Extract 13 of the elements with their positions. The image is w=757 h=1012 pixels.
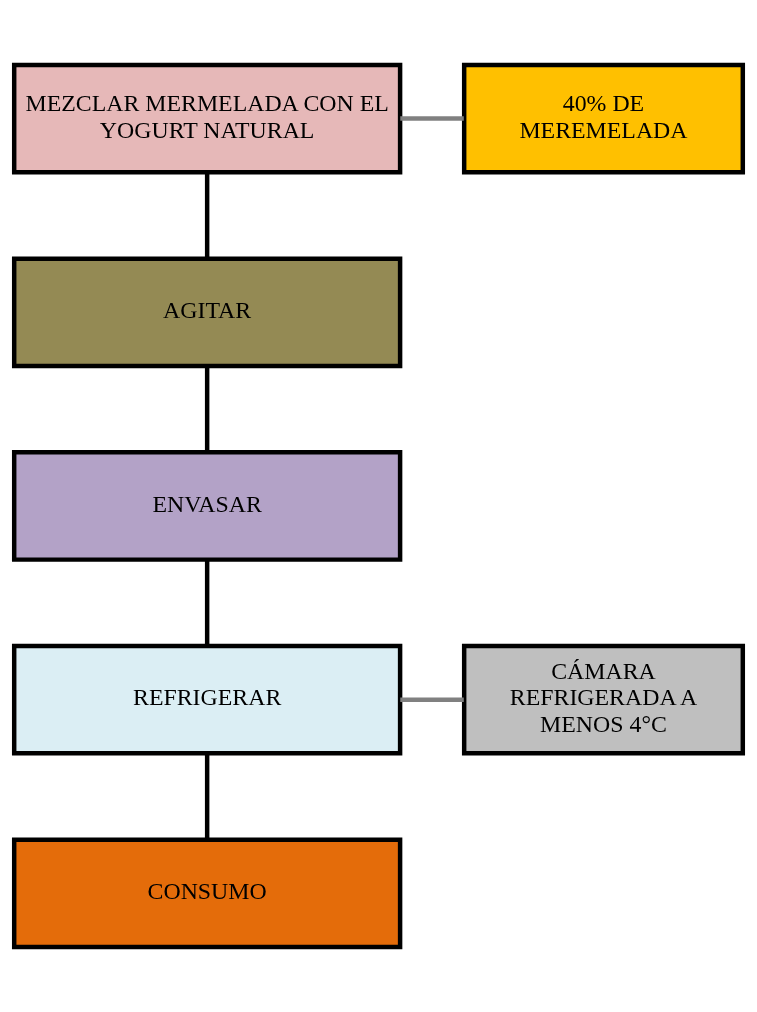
node-box: MEZCLAR MERMELADA CON EL YOGURT NATURAL xyxy=(11,62,403,175)
node-box: REFRIGERAR xyxy=(11,643,403,756)
node-box: ENVASAR xyxy=(11,450,403,562)
connector xyxy=(204,560,210,646)
connector xyxy=(204,753,210,840)
node-box: CÁMARA REFRIGERADA A MENOS 4°C xyxy=(461,643,746,756)
connector xyxy=(400,116,464,121)
node-box: AGITAR xyxy=(11,256,403,369)
node-box: CONSUMO xyxy=(11,837,403,950)
connector xyxy=(400,697,464,702)
connector xyxy=(204,172,210,259)
connector xyxy=(204,366,210,453)
node-box: 40% DE MEREMELADA xyxy=(461,62,746,175)
